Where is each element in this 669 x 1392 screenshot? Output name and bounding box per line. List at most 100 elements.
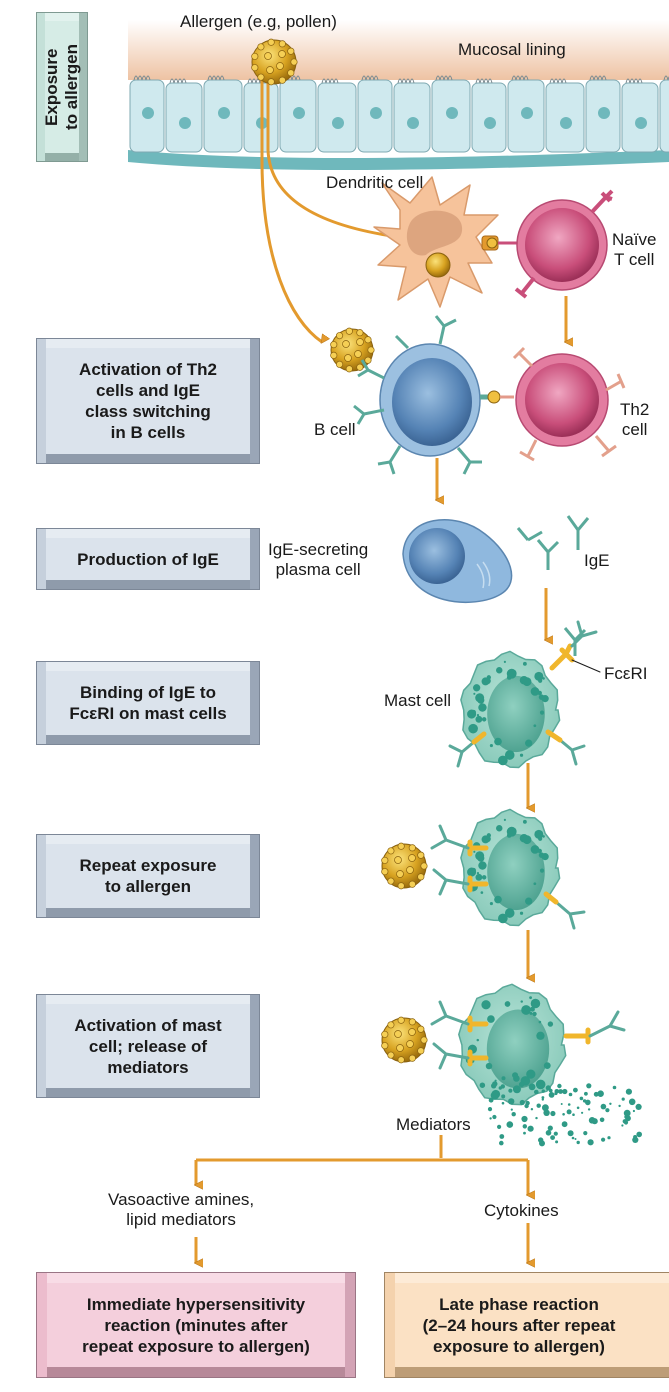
granule-icon	[530, 998, 541, 1009]
mast-cell-activated	[458, 983, 567, 1106]
allergen-bump-icon	[381, 856, 389, 864]
allergen-bump-icon	[387, 877, 395, 885]
mediator-granule-icon	[547, 1125, 553, 1131]
epithelial-cell	[279, 75, 317, 153]
granule-icon	[532, 1011, 537, 1017]
granule-icon	[529, 1011, 533, 1015]
allergen-bump-icon	[342, 340, 350, 348]
allergen-bump-icon	[394, 1030, 402, 1038]
granule-icon	[480, 891, 484, 894]
granule-icon	[525, 897, 533, 905]
label-th2-cell: Th2 cell	[620, 400, 649, 440]
mediator-granule-icon	[521, 1115, 528, 1123]
mediator-granule-icon	[506, 1121, 514, 1128]
mediator-granule-icon	[508, 1088, 513, 1093]
granule-icon	[477, 696, 485, 704]
granule-icon	[519, 753, 524, 757]
label-line: Naïve	[612, 230, 657, 249]
mhc-tcr-synapse	[481, 235, 520, 251]
granule-icon	[475, 873, 483, 881]
allergen-bump-icon	[417, 873, 425, 881]
granule-icon	[485, 1062, 493, 1070]
naive-t-cell	[514, 189, 614, 299]
granule-icon	[484, 677, 491, 685]
granule-icon	[530, 845, 540, 854]
allergen-bump-icon	[406, 866, 414, 874]
mediator-granule-icon	[523, 1131, 526, 1135]
mediator-granule-icon	[561, 1121, 568, 1128]
mediator-granule-icon	[625, 1115, 631, 1122]
mediator-granule-icon	[510, 1108, 513, 1111]
granule-icon	[473, 850, 476, 853]
granule-icon	[479, 1082, 486, 1088]
mediator-granule-icon	[632, 1109, 636, 1113]
mediator-granule-icon	[582, 1099, 587, 1103]
allergen-bump-icon	[364, 356, 372, 364]
granule-icon	[496, 825, 503, 832]
label-line: lipid mediators	[126, 1210, 236, 1229]
mediator-granule-icon	[572, 1113, 575, 1116]
step-label-line: class switching	[85, 402, 211, 421]
allergen-bump-icon	[278, 40, 286, 48]
mediator-granule-icon	[597, 1090, 604, 1097]
label-vasoactive-amines: Vasoactive amines, lipid mediators	[108, 1190, 254, 1230]
granule-icon	[476, 871, 480, 875]
mediator-granule-icon	[500, 1084, 505, 1089]
fceri-receptors	[430, 620, 626, 1070]
allergen-bump-icon	[354, 350, 362, 358]
allergen-bump-icon	[356, 329, 364, 337]
allergen-bump-icon	[406, 1040, 414, 1048]
granule-icon	[498, 755, 508, 766]
allergen-bump-icon	[397, 842, 405, 850]
mediator-granule-icon	[550, 1110, 556, 1117]
step-production-of-ige: Production of IgE	[36, 528, 260, 590]
granule-icon	[494, 737, 502, 746]
mediator-granule-icon	[508, 1098, 515, 1105]
mediator-granule-icon	[530, 1108, 534, 1111]
granule-icon	[534, 671, 544, 681]
allergen-bump-icon	[396, 870, 404, 878]
granule-icon	[489, 902, 493, 906]
granule-icon	[534, 829, 544, 839]
outcome-immediate-hypersensitivity: Immediate hypersensitivity reaction (min…	[36, 1272, 356, 1378]
mediator-granule-icon	[567, 1130, 574, 1137]
granule-icon	[487, 1015, 495, 1023]
th2-cell	[512, 346, 626, 462]
step-label-line: cell; release of	[88, 1036, 208, 1056]
mediator-granule-icon	[574, 1138, 577, 1140]
granule-icon	[538, 1020, 542, 1024]
allergen-bump-icon	[417, 851, 425, 859]
mediator-granule-icon	[511, 1112, 516, 1117]
allergen-bump-icon	[267, 78, 275, 86]
step-activation-mast-cell: Activation of mast cell; release of medi…	[36, 994, 260, 1098]
mediator-granule-icon	[512, 1072, 519, 1079]
label-line: T cell	[614, 250, 655, 269]
mediator-granule-icon	[536, 1082, 543, 1089]
mediator-granule-icon	[560, 1103, 563, 1105]
mediator-granule-icon	[541, 1089, 545, 1093]
mediator-granule-icon	[499, 1140, 504, 1146]
outcome-label-line: (2–24 hours after repeat	[422, 1315, 616, 1335]
mediator-granule-icon	[587, 1108, 591, 1111]
epithelial-cell	[471, 78, 507, 153]
allergen-particle	[330, 327, 375, 373]
allergen-bump-icon	[408, 844, 416, 852]
mediator-granule-icon	[542, 1104, 549, 1112]
mediator-granule-icon	[524, 1076, 529, 1081]
granule-icon	[495, 741, 499, 745]
allergen-bump-icon	[257, 43, 265, 51]
mediator-granule-icon	[621, 1097, 625, 1101]
granule-icon	[477, 854, 485, 862]
mediator-granule-icon	[518, 1081, 525, 1088]
mediator-granule-icon	[584, 1091, 588, 1096]
label-cytokines: Cytokines	[484, 1201, 559, 1220]
allergen-bump-icon	[336, 332, 344, 340]
mast-cell	[460, 650, 561, 769]
outcome-label-line: exposure to allergen)	[433, 1336, 605, 1356]
allergen-bump-icon	[364, 336, 372, 344]
allergen-bump-icon	[345, 327, 353, 335]
label-mucosal-lining: Mucosal lining	[458, 40, 566, 59]
allergen-bump-icon	[345, 365, 353, 373]
mediator-granule-icon	[612, 1085, 617, 1090]
mediator-granule-icon	[628, 1098, 636, 1106]
